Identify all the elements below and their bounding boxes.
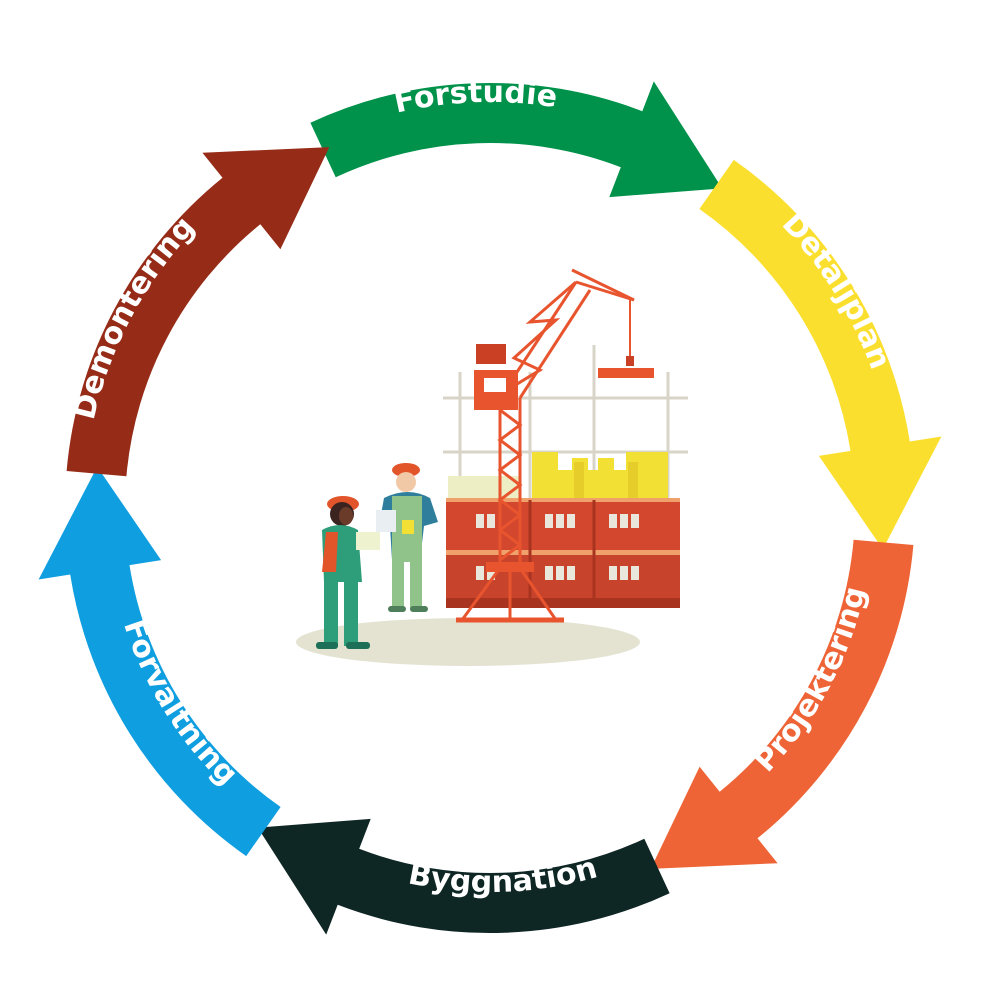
- building-upper: [448, 452, 668, 506]
- worker-left: [316, 496, 380, 649]
- building-dividers: [528, 500, 596, 606]
- cycle-stage-6: Demontering: [66, 147, 330, 477]
- stage-arrow: [38, 466, 281, 857]
- construction-illustration: [296, 268, 688, 666]
- crane-load: [598, 368, 654, 378]
- cycle-stage-5: Förvaltning: [38, 466, 281, 857]
- ground-shadow: [296, 618, 640, 666]
- crane-counterweight: [476, 344, 506, 364]
- stage-arrow: [257, 818, 670, 935]
- stage-arrow: [650, 539, 914, 869]
- cycle-stage-3: Projektering: [650, 539, 914, 869]
- crane-base: [486, 562, 534, 572]
- stage-arrow: [66, 147, 330, 477]
- building-windows: [476, 514, 639, 580]
- worker-right: [376, 463, 438, 612]
- cycle-stage-1: Förstudie: [310, 75, 723, 198]
- stage-arrow: [699, 159, 942, 550]
- stage-arrow: [310, 81, 723, 198]
- crane-cab-window: [484, 378, 506, 392]
- cycle-stage-2: Detaljplan: [699, 159, 942, 550]
- crane-hook: [626, 356, 634, 366]
- crane: [456, 268, 635, 623]
- cycle-stage-4: Byggnation: [257, 818, 670, 935]
